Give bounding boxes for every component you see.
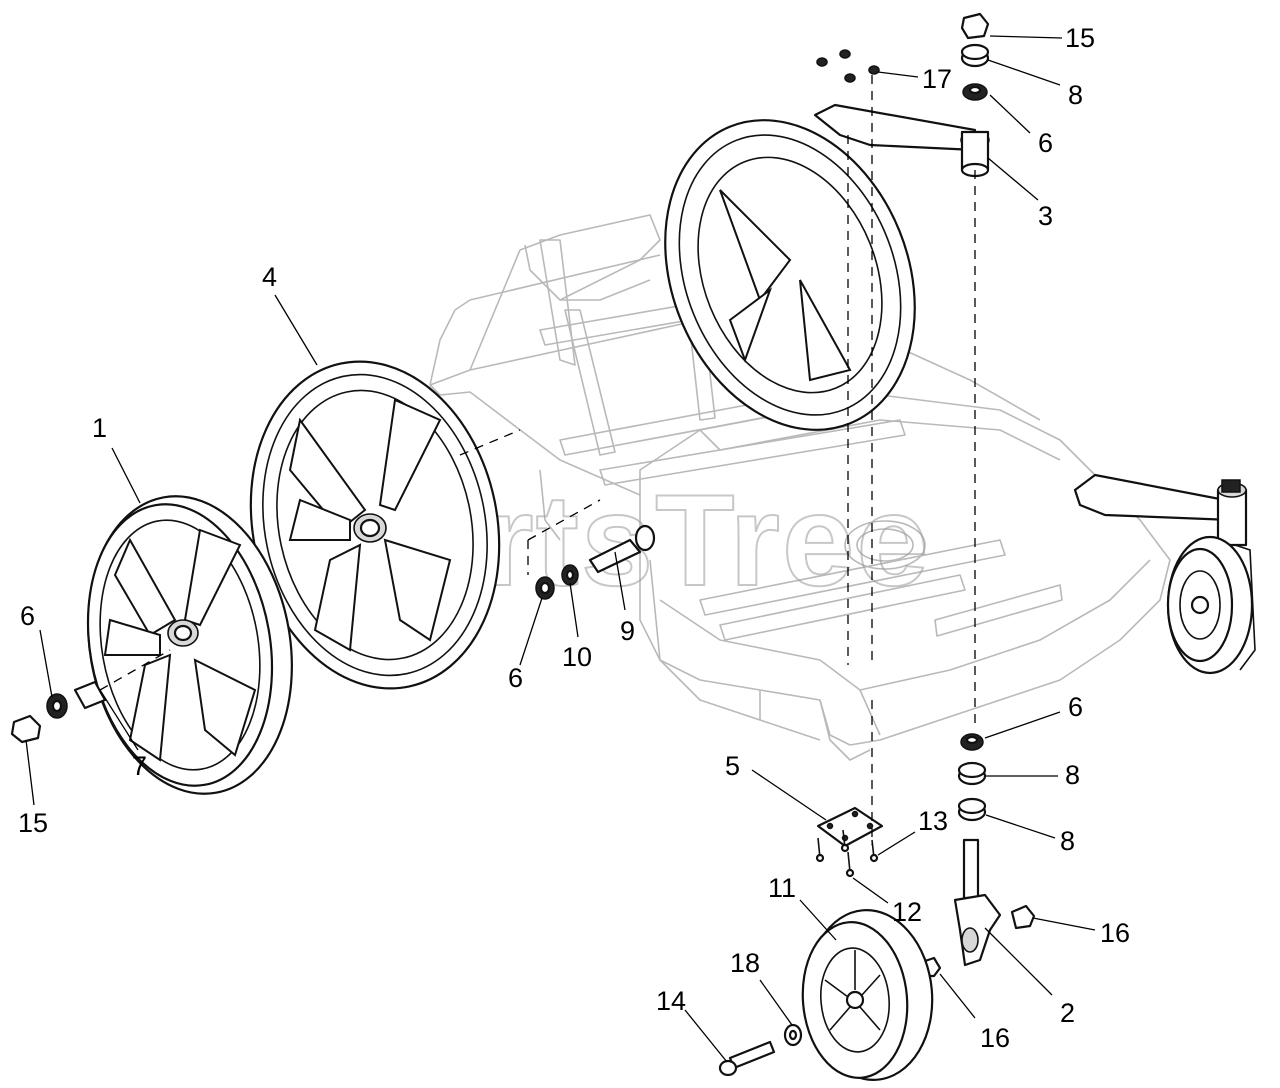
callout-15: 15 — [18, 808, 48, 838]
callout-16: 16 — [1100, 918, 1130, 948]
callout-4: 4 — [262, 262, 277, 292]
caster-fork — [920, 838, 1036, 978]
rear-wheel-large — [249, 360, 501, 690]
callout-8: 8 — [1068, 80, 1083, 110]
callout-12: 12 — [892, 897, 922, 927]
callout-2: 2 — [1060, 998, 1075, 1028]
callout-3: 3 — [1038, 201, 1053, 231]
callout-6: 6 — [20, 601, 35, 631]
leader-lines — [25, 35, 1096, 1063]
callout-8: 8 — [1065, 760, 1080, 790]
callout-6: 6 — [1038, 128, 1053, 158]
callout-13: 13 — [918, 806, 948, 836]
callout-14: 14 — [656, 986, 686, 1016]
callout-17: 17 — [922, 64, 952, 94]
callout-5: 5 — [725, 751, 740, 781]
callout-16: 16 — [980, 1023, 1010, 1053]
callout-18: 18 — [730, 948, 760, 978]
callout-15: 15 — [1065, 23, 1095, 53]
callout-1: 1 — [92, 413, 107, 443]
front-caster-wheel-mounted — [1166, 535, 1256, 675]
rear-wheel-far — [664, 119, 916, 431]
callout-labels: 1 4 6 7 15 15 8 6 3 17 9 10 6 5 6 8 8 13… — [18, 23, 1130, 1053]
callout-6: 6 — [1068, 692, 1083, 722]
axle-hardware-left — [10, 680, 107, 744]
caster-arm-upper — [813, 103, 990, 178]
callout-6: 6 — [508, 663, 523, 693]
axle-bolt-hardware — [535, 524, 656, 600]
mounting-plate-hardware — [815, 806, 884, 878]
callout-9: 9 — [620, 616, 635, 646]
caster-arm-right — [1073, 473, 1248, 547]
spindle-hardware-bottom — [957, 733, 987, 822]
caster-wheel — [718, 909, 934, 1081]
spindle-hardware-top — [816, 12, 990, 101]
callout-10: 10 — [562, 642, 592, 672]
callout-7: 7 — [132, 751, 147, 781]
callout-11: 11 — [768, 873, 796, 903]
assembly-lines — [99, 75, 976, 845]
rear-wheel-outer — [86, 495, 293, 795]
callout-8: 8 — [1060, 826, 1075, 856]
